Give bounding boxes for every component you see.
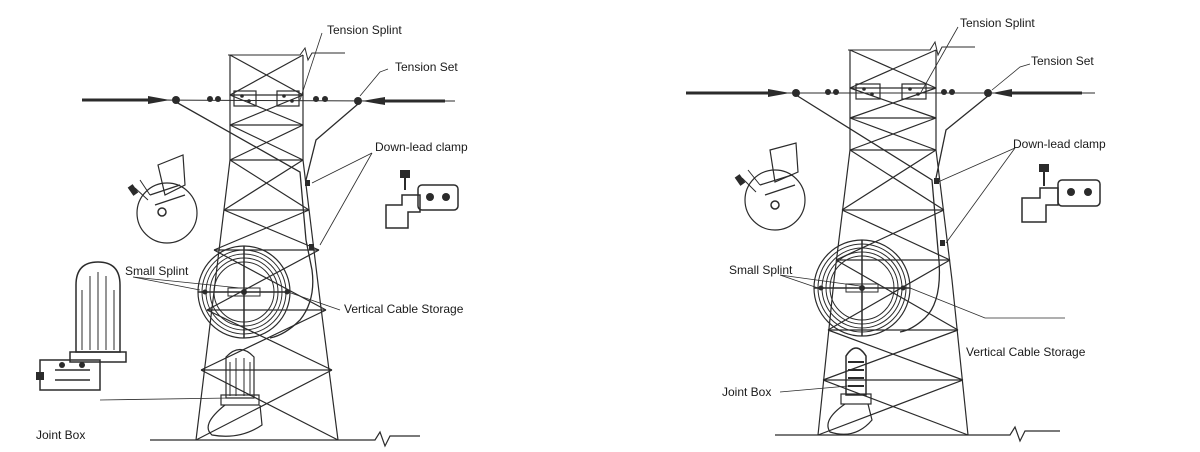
down-lead-cable bbox=[305, 103, 359, 181]
clamp-detail-inset bbox=[734, 142, 806, 231]
label-tension-set: Tension Set bbox=[395, 60, 458, 74]
down-lead-clamp-marker bbox=[940, 240, 945, 246]
leader-lines bbox=[779, 26, 1065, 393]
label-vertical-cable-storage: Vertical Cable Storage bbox=[344, 302, 464, 316]
down-lead-cable bbox=[935, 95, 989, 179]
label-down-lead-clamp: Down-lead clamp bbox=[375, 140, 468, 154]
label-joint-box: Joint Box bbox=[36, 428, 85, 442]
label-small-splint: Small Splint bbox=[729, 263, 793, 277]
label-small-splint: Small Splint bbox=[125, 264, 189, 278]
label-tension-set: Tension Set bbox=[1031, 54, 1094, 68]
conductor-line bbox=[686, 83, 1095, 100]
clamp-detail-side bbox=[385, 170, 459, 229]
joint-box bbox=[827, 347, 873, 435]
conductor-line bbox=[82, 90, 455, 107]
vertical-cable-storage bbox=[197, 245, 291, 339]
tension-splint-plate bbox=[901, 83, 927, 100]
tower-diagram-right: Tension Splint Tension Set Down-lead cla… bbox=[686, 16, 1106, 443]
tower-frame bbox=[775, 49, 1060, 443]
label-down-lead-clamp: Down-lead clamp bbox=[1013, 137, 1106, 151]
label-tension-splint: Tension Splint bbox=[327, 23, 402, 37]
tower-diagram-left: Tension Splint Tension Set Down-lead cla… bbox=[36, 23, 468, 448]
tower-top-break-line bbox=[848, 40, 975, 57]
tension-set-right bbox=[992, 89, 1012, 97]
clamp-detail-inset bbox=[127, 154, 198, 244]
tension-splint-plate bbox=[276, 90, 300, 107]
clamp-detail-side bbox=[1021, 164, 1101, 223]
label-joint-box: Joint Box bbox=[722, 385, 771, 399]
down-lead-clamp-marker bbox=[309, 244, 314, 250]
leader-lines bbox=[99, 32, 389, 401]
tension-set-left bbox=[148, 96, 170, 104]
tower-frame bbox=[150, 54, 420, 448]
down-lead-clamp-marker bbox=[934, 178, 939, 184]
label-tension-splint: Tension Splint bbox=[960, 16, 1035, 30]
tension-splint-plate bbox=[855, 83, 881, 100]
down-lead-cable bbox=[175, 101, 314, 339]
down-lead-clamp-marker bbox=[305, 180, 310, 186]
tension-set-right bbox=[362, 97, 385, 105]
tension-set-left bbox=[768, 89, 790, 97]
label-vertical-cable-storage: Vertical Cable Storage bbox=[966, 345, 1086, 359]
joint-box-detail bbox=[36, 261, 127, 391]
vertical-cable-storage bbox=[813, 239, 911, 337]
tower-top-break-line bbox=[228, 46, 345, 62]
joint-box bbox=[207, 348, 263, 437]
tension-splint-plate bbox=[233, 90, 257, 107]
down-lead-cable bbox=[795, 94, 941, 333]
